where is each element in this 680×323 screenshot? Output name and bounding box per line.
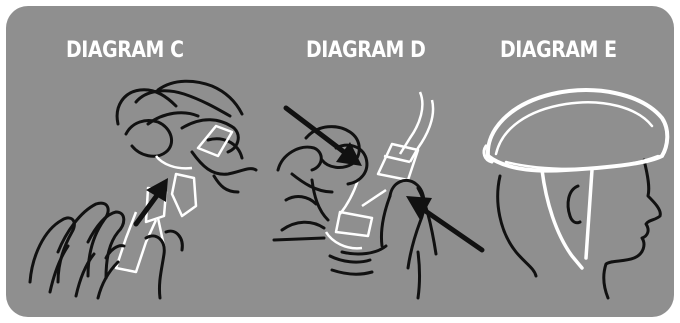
diagram-c-illustration xyxy=(30,81,256,298)
helmet-icon xyxy=(484,90,667,268)
buckle-icon xyxy=(326,92,433,248)
diagram-d-illustration xyxy=(274,92,482,298)
diagram-artwork xyxy=(6,6,674,317)
arrow-icon xyxy=(286,108,362,166)
arrow-icon xyxy=(406,196,482,250)
hand-icon xyxy=(274,127,367,240)
diagram-e-illustration xyxy=(484,90,667,298)
head-profile xyxy=(498,160,661,298)
instruction-panel: DIAGRAM C DIAGRAM D DIAGRAM E xyxy=(6,6,674,317)
